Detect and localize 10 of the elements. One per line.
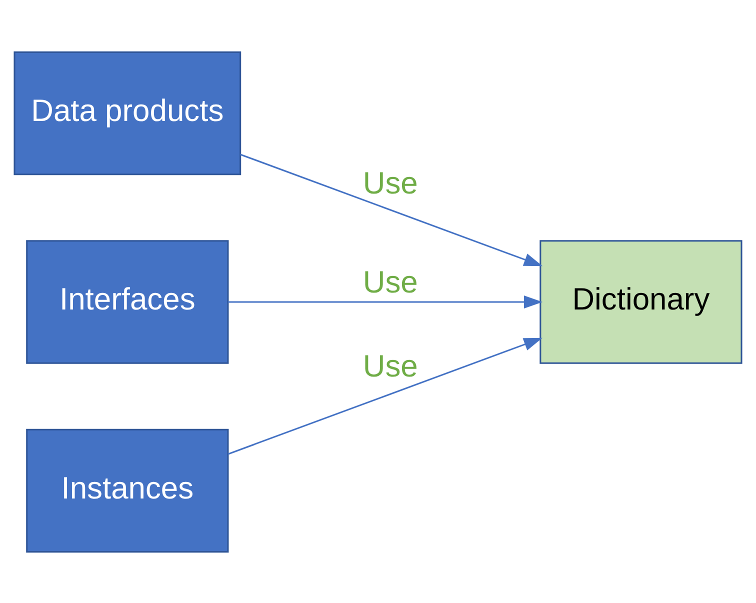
arrow xyxy=(240,153,543,266)
edge-label: Use xyxy=(362,264,418,300)
node-box: Instances xyxy=(26,428,229,552)
node-box: Data products xyxy=(14,50,242,175)
edge-label: Use xyxy=(362,348,418,383)
node-box: Interfaces xyxy=(26,240,229,364)
edge-label: Use xyxy=(362,165,418,200)
node-box: Dictionary xyxy=(540,240,742,364)
arrow xyxy=(228,295,543,308)
arrow xyxy=(228,337,542,454)
